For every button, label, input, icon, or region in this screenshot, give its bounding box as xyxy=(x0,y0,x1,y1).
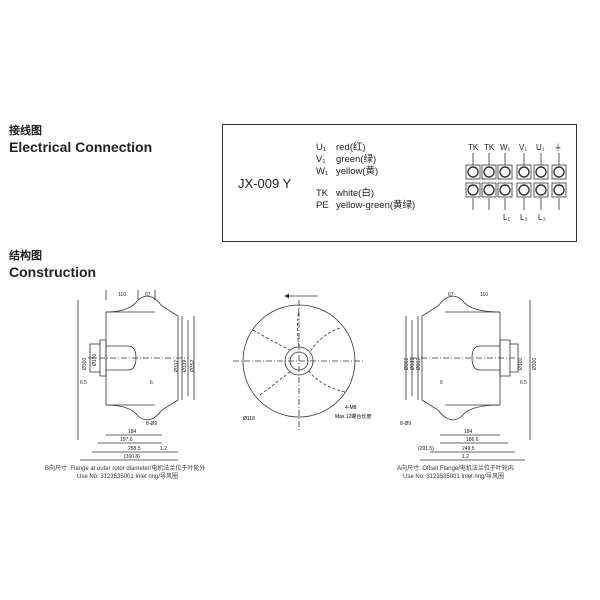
dim-label-vertical: Ø339 xyxy=(182,360,188,372)
screw-icon xyxy=(467,184,479,196)
dim-label-vertical: Ø352 xyxy=(190,360,196,372)
terminal-screw-housing xyxy=(481,182,497,198)
wire-color: red(红) xyxy=(336,142,366,153)
dim-label: 184 xyxy=(464,429,473,435)
dim-label: L₁ xyxy=(503,213,510,222)
dim-label: 184 xyxy=(128,429,137,435)
dim-label: 6.5 xyxy=(520,380,527,386)
dim-label: 110 xyxy=(480,292,488,298)
right-caption-1: A向尺寸: Offset Flange/电机法兰位于叶轮内 xyxy=(397,466,514,472)
dim-label-vertical: Ø100 xyxy=(92,354,98,366)
dim-label: Max.12螺合长度 xyxy=(335,413,371,420)
dim-label: 4-M8 xyxy=(345,405,357,411)
dim-label-vertical: Ø317 xyxy=(174,360,180,372)
left-side-view xyxy=(77,290,195,461)
dim-label: TK xyxy=(468,143,479,152)
wire-row: U₁ red(红) xyxy=(316,142,415,154)
screw-icon xyxy=(483,184,495,196)
wire-color: white(白) xyxy=(336,188,375,199)
screw-icon xyxy=(518,166,530,178)
wire-legend: U₁ red(红) V₁ green(绿) W₁ yellow(黄) TK white(… xyxy=(316,142,415,212)
right-side-view xyxy=(405,295,531,461)
wire-row: V₁ green(绿) xyxy=(316,154,415,166)
wire-row: TK white(白) xyxy=(316,188,415,200)
dim-label: 67 xyxy=(448,292,454,298)
terminal-screw-housing xyxy=(465,164,481,180)
screw-icon xyxy=(535,166,547,178)
wire-code: PE xyxy=(316,200,329,211)
terminal-screw-housing xyxy=(465,182,481,198)
dim-label: 110 xyxy=(118,292,126,298)
dim-label: 1.2 xyxy=(160,446,167,452)
terminal-screw-housing xyxy=(481,164,497,180)
wire-row: W₁ yellow(黄) xyxy=(316,166,415,178)
terminal-screw-housing xyxy=(551,164,567,180)
electrical-title-en: Electrical Connection xyxy=(9,139,153,155)
dim-label: L₂ xyxy=(520,213,528,222)
dim-label: 1.2 xyxy=(462,454,469,460)
wire-code: V₁ xyxy=(316,154,326,165)
screw-icon xyxy=(499,184,511,196)
dim-label-vertical: Ø339 xyxy=(410,358,416,370)
dim-label-vertical: Ø317 xyxy=(416,358,422,370)
wire-code: W₁ xyxy=(316,166,329,177)
dim-label: L₃ xyxy=(538,213,546,222)
wire-row: PE yellow-green(黄绿) xyxy=(316,200,415,212)
dim-label: W₁ xyxy=(500,143,511,152)
front-view xyxy=(233,293,365,430)
dim-label-vertical: Ø300 xyxy=(532,358,538,370)
construction-title-en: Construction xyxy=(9,264,97,280)
dim-label: 6.5 xyxy=(80,380,87,386)
wire-color: green(绿) xyxy=(336,154,377,165)
screw-icon xyxy=(483,166,495,178)
construction-title-cn: 结构图 xyxy=(9,250,42,262)
terminal-screw-housing xyxy=(497,164,513,180)
wire-color: yellow-green(黄绿) xyxy=(336,200,416,211)
screw-icon xyxy=(535,184,547,196)
dim-label: (300.8) xyxy=(124,454,140,460)
dim-label: 6 xyxy=(150,380,153,386)
terminal-screw-housing xyxy=(516,164,532,180)
dim-label: 258.5 xyxy=(128,446,141,452)
terminal-screw-housing xyxy=(533,164,549,180)
screw-icon xyxy=(499,166,511,178)
dim-label: 249.5 xyxy=(462,446,475,452)
wire-code: U₁ xyxy=(316,142,327,153)
screw-icon xyxy=(553,184,565,196)
terminal-screw-housing xyxy=(497,182,513,198)
left-caption-1: B向尺寸: Flange at outer rotor diameter/电机法… xyxy=(45,466,206,472)
dim-label: TK xyxy=(484,143,495,152)
wire-color: yellow(黄) xyxy=(336,166,379,177)
left-caption-2: Use No: 3123535001 Inlet ring/导风圈 xyxy=(77,474,179,480)
terminal-screw-housing xyxy=(516,182,532,198)
right-caption-2: Use No: 3123535001 Inlet ring/导风圈 xyxy=(403,474,505,480)
electrical-title-cn: 接线图 xyxy=(9,125,42,137)
dim-label: Ø118 xyxy=(243,416,255,422)
dim-label-vertical: Ø300 xyxy=(82,358,88,370)
wire-code: TK xyxy=(316,188,329,199)
dim-label-vertical: Ø100 xyxy=(518,358,524,370)
dim-label: 6 xyxy=(440,380,443,386)
screw-icon xyxy=(467,166,479,178)
screw-icon xyxy=(518,184,530,196)
dim-label: 186.6 xyxy=(466,437,479,443)
terminal-screw-housing xyxy=(533,182,549,198)
dim-label: V₁ xyxy=(519,143,527,152)
dim-label: (291.5) xyxy=(418,446,434,452)
dim-label: ⏚ xyxy=(554,143,562,152)
dim-label: U₁ xyxy=(536,143,545,152)
model-number: JX-009 Y xyxy=(238,176,292,191)
dim-label: 197.6 xyxy=(120,437,133,443)
screw-icon xyxy=(553,166,565,178)
dim-label-vertical: Ø352 xyxy=(404,358,410,370)
dim-label: 67 xyxy=(145,292,151,298)
wiring-box: JX-009 Y U₁ red(红) V₁ green(绿) W₁ yellow(黄)… xyxy=(222,124,577,242)
terminal-screw-housing xyxy=(551,182,567,198)
terminal-block: TK TK W₁ V₁ U₁ ⏚ L₁ L₂ L₃ xyxy=(465,143,567,222)
dim-label: 8-Ø9 xyxy=(146,421,157,427)
dim-label: 8-Ø9 xyxy=(400,421,411,427)
